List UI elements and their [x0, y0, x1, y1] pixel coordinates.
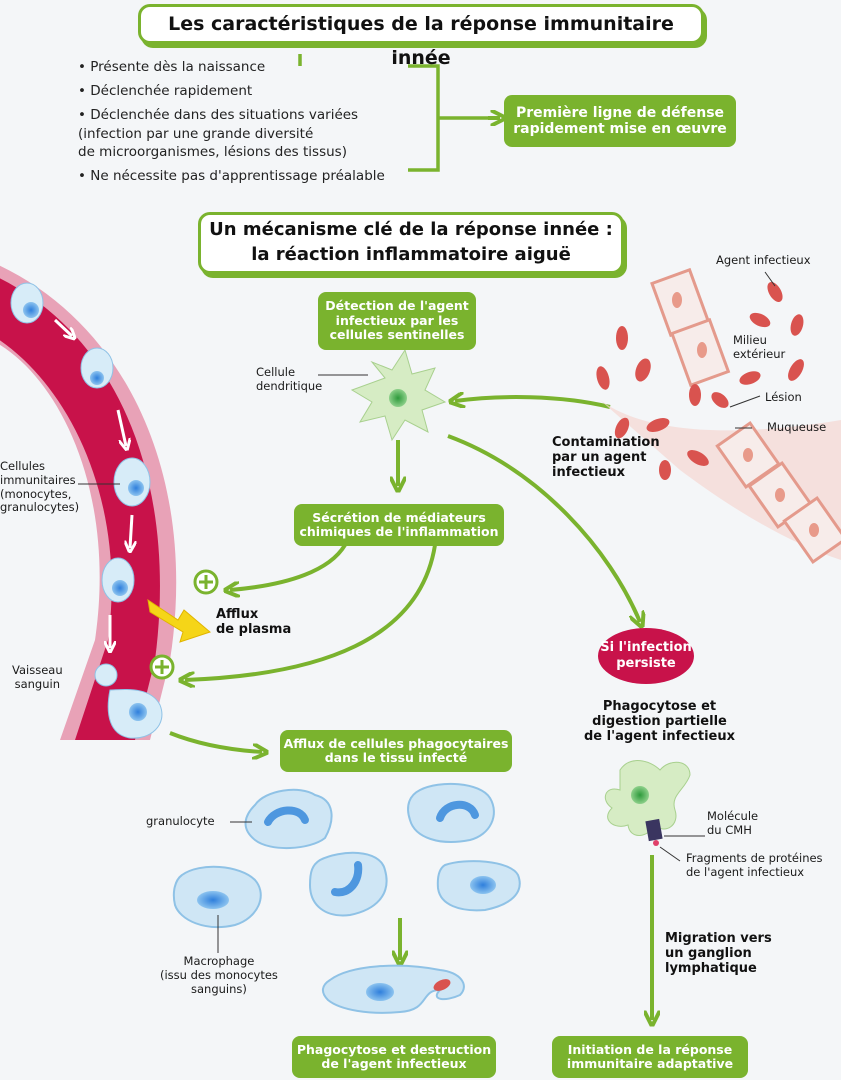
- box-line: chimiques de l'inflammation: [299, 524, 499, 539]
- infection-persists-badge: Si l'infection persiste: [598, 628, 694, 684]
- characteristic-item-cont: de microorganismes, lésions des tissus): [78, 143, 347, 160]
- box-line: Détection de l'agent: [325, 298, 469, 314]
- bacteria: [596, 282, 804, 480]
- conclusion-line: Première ligne de défense: [515, 104, 725, 121]
- box-line: Initiation de la réponse: [567, 1041, 733, 1057]
- label-muqueuse: Muqueuse: [767, 420, 827, 434]
- label-lesion: Lésion: [765, 390, 802, 404]
- box-line: dans le tissu infecté: [324, 750, 468, 765]
- granulocyte-cell: [244, 788, 333, 850]
- immune-cell: [10, 282, 44, 324]
- main-title-box: Les caractéristiques de la réponse immun…: [138, 4, 704, 69]
- characteristic-item-cont: (infection par une grande diversité: [78, 125, 314, 142]
- box-line: Afflux de cellules phagocytaires: [283, 735, 509, 751]
- phagocytosing-macrophage: [322, 964, 465, 1014]
- box-line: de l'agent infectieux: [321, 1056, 467, 1071]
- label-agent-infectieux: Agent infectieux: [716, 253, 811, 267]
- granulocyte-cell: [436, 860, 521, 912]
- flow-arrow: [116, 409, 126, 446]
- adaptive-initiation-box: Initiation de la réponse immunitaire ada…: [552, 1036, 748, 1078]
- badge-line: persiste: [616, 656, 676, 671]
- box-line: immunitaire adaptative: [566, 1056, 734, 1071]
- arrow-dendritic-to-persist: [447, 434, 640, 622]
- antigen-presenting-cell: [604, 760, 691, 846]
- immune-cell: [113, 457, 151, 507]
- flow-arrow: [130, 514, 132, 548]
- label-granulocyte: granulocyte: [146, 814, 215, 828]
- secretion-box: Sécrétion de médiateurs chimiques de l'i…: [294, 504, 504, 546]
- plus-icon: [193, 569, 219, 595]
- box-line: Sécrétion de médiateurs: [312, 509, 486, 525]
- phagocytes: [172, 782, 521, 1014]
- macrophage-cell: [172, 865, 262, 929]
- granulocyte-cell: [308, 851, 388, 917]
- conclusion-line: rapidement mise en œuvre: [513, 121, 727, 137]
- characteristic-item: • Présente dès la naissance: [78, 59, 266, 75]
- badge-line: Si l'infection: [600, 640, 692, 656]
- conclusion-box: Première ligne de défense rapidement mis…: [504, 95, 736, 147]
- afflux-cells-box: Afflux de cellules phagocytaires dans le…: [280, 730, 512, 772]
- plasma-arrow: [147, 598, 212, 643]
- flow-arrow: [53, 318, 72, 336]
- blood-vessel: [0, 265, 177, 740]
- granulocyte-cell: [407, 782, 495, 843]
- box-line: Phagocytose et destruction: [296, 1041, 492, 1057]
- box-line: cellules sentinelles: [329, 327, 465, 343]
- main-title: Les caractéristiques de la réponse immun…: [168, 13, 674, 69]
- box-line: infectieux par les: [335, 312, 459, 328]
- plus-icon: [149, 654, 175, 680]
- immune-cell: [101, 557, 135, 603]
- arrow-secretion-to-cells: [185, 544, 437, 680]
- dendritic-cell: [350, 348, 447, 442]
- characteristic-item: • Déclenchée dans des situations variées: [78, 107, 359, 124]
- arrow-cells-to-afflux: [169, 731, 262, 752]
- characteristics-list: • Présente dès la naissance • Déclenchée…: [78, 58, 385, 191]
- characteristic-item: • Ne nécessite pas d'apprentissage préal…: [78, 168, 385, 185]
- mechanism-title-line: Un mécanisme clé de la réponse innée :: [209, 219, 613, 240]
- detection-box: Détection de l'agent infectieux par les …: [318, 292, 476, 350]
- leader-lines: [78, 271, 776, 953]
- immune-cells-in-vessel: [10, 282, 163, 739]
- arrow-contamination-to-dendritic: [455, 397, 611, 407]
- mechanism-title-box: Un mécanisme clé de la réponse innée : l…: [198, 212, 624, 274]
- mechanism-title-line: la réaction inflammatoire aiguë: [251, 244, 571, 265]
- mucosa-tissue: [600, 267, 841, 565]
- immune-cell: [80, 347, 114, 389]
- phagocytosis-destruction-box: Phagocytose et destruction de l'agent in…: [292, 1036, 496, 1078]
- arrow-secretion-to-plasma: [230, 543, 347, 590]
- mhc-molecule-icon: [645, 818, 663, 842]
- diapedesis-cell: [94, 663, 163, 739]
- characteristic-item: • Déclenchée rapidement: [78, 83, 253, 100]
- bracket-arrow: [298, 54, 488, 172]
